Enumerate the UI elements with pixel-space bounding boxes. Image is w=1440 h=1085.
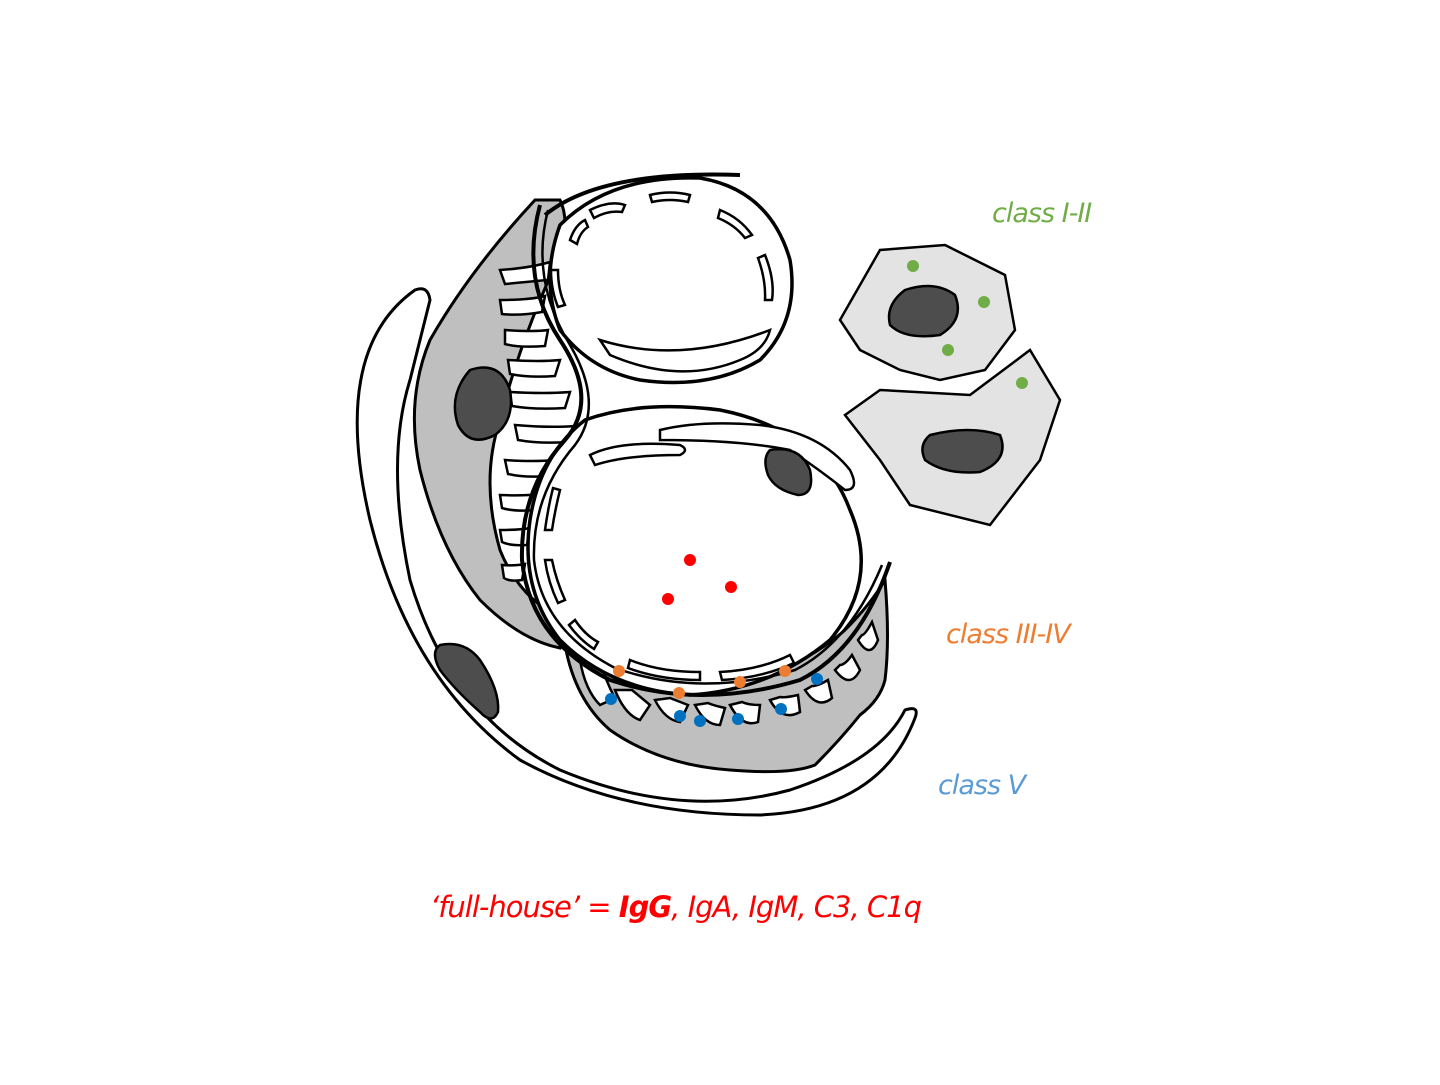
capillary-loop-upper [548,176,794,385]
deposit-subendothelial-orange [779,665,791,677]
deposit-mesangial-green [978,296,990,308]
deposit-subepithelial-blue [732,713,744,725]
gbm-line [519,204,892,697]
deposit-subepithelial-blue [605,693,617,705]
mesangial-cell [658,422,856,492]
deposit-subendothelial-orange [673,687,685,699]
deposit-subepithelial-blue [775,703,787,715]
nucleus-parietal-upper [887,284,960,338]
caption-igg: IgG [618,890,672,924]
deposit-subendothelial-red [725,581,737,593]
endothelium-upper [549,191,774,309]
nucleus-center [764,447,813,497]
deposit-subendothelial-red [662,593,674,605]
deposit-subendothelial-orange [734,676,746,688]
deposit-mesangial-green [942,344,954,356]
full-house-caption: ‘full-house’ = IgG, IgA, IgM, C3, C1q [430,890,922,924]
bowman-capsule-outer [355,287,918,817]
deposit-subendothelial-orange [613,665,625,677]
deposit-mesangial-green [1016,377,1028,389]
class-i-ii-label: class I-II [992,198,1092,229]
caption-rest: , IgA, IgM, C3, C1q [671,890,922,924]
nucleus-parietal-lower [921,428,1004,474]
caption-prefix: ‘full-house’ = [430,890,619,924]
deposit-subendothelial-red [684,554,696,566]
deposit-subepithelial-blue [694,715,706,727]
deposit-subepithelial-blue [674,710,686,722]
class-v-label: class V [938,770,1026,801]
endothelium-lower [543,442,796,682]
class-iii-iv-label: class III-IV [946,619,1071,650]
nucleus-bottom-left [433,642,500,720]
nucleus-left [453,366,513,441]
deposit-mesangial-green [907,260,919,272]
deposit-subepithelial-blue [811,673,823,685]
